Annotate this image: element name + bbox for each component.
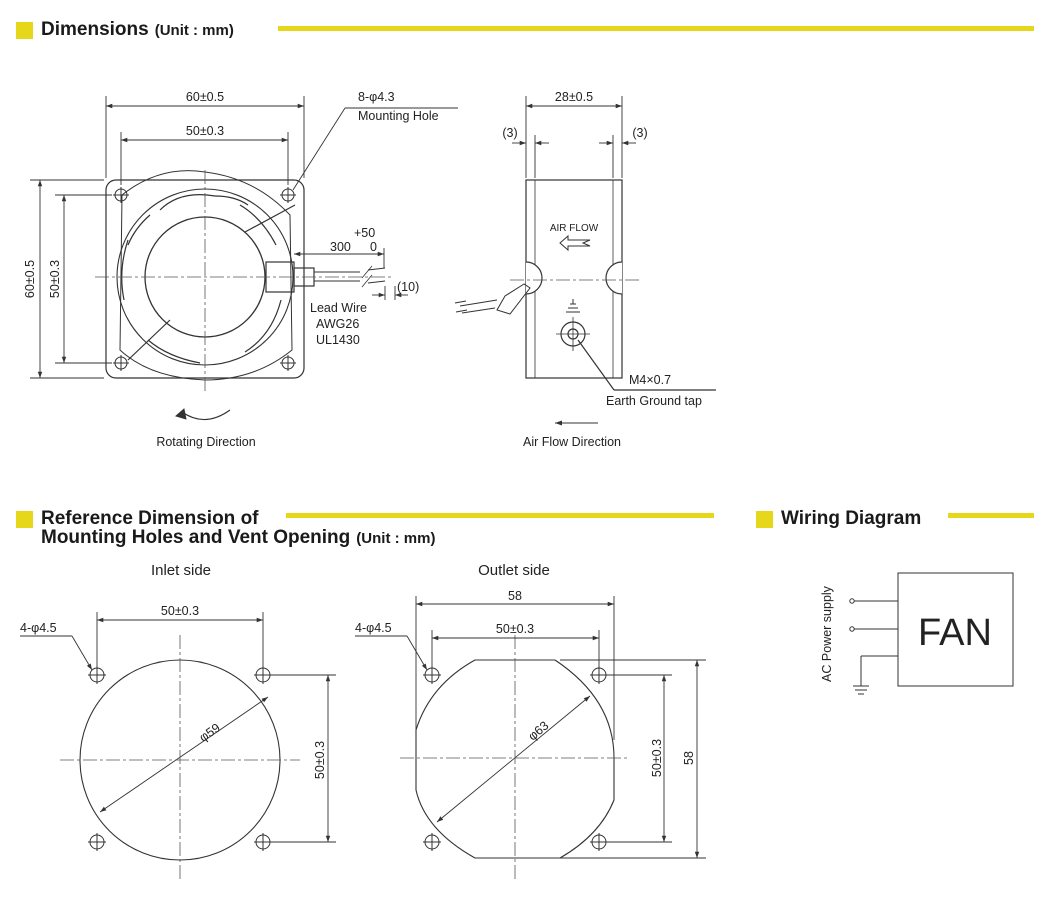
- screw-spec: M4×0.7: [629, 373, 671, 387]
- fan-front-view: [105, 170, 386, 381]
- section-marker-icon: [16, 21, 33, 39]
- rotating-direction-label: Rotating Direction: [156, 435, 255, 449]
- air-flow-mark: AIR FLOW: [550, 223, 599, 234]
- wiring-header-rule: [948, 513, 1034, 518]
- side-depth: 28±0.5: [555, 90, 593, 104]
- reference-header: Reference Dimension of: [16, 508, 259, 530]
- reference-title-line2: Mounting Holes and Vent Opening: [41, 527, 351, 548]
- inlet-holes: [88, 666, 272, 851]
- dimensions-title: Dimensions: [41, 19, 149, 40]
- reference-header-rule: [286, 513, 714, 518]
- outlet-diameter: φ63: [525, 718, 551, 743]
- outlet-overall-h: 58: [508, 589, 522, 603]
- outlet-centerlines: [400, 635, 630, 880]
- lead-wire-label: Lead Wire: [310, 301, 367, 315]
- front-height-inner: 50±0.3: [48, 260, 62, 298]
- dimensions-unit: (Unit : mm): [154, 21, 234, 39]
- wiring-title: Wiring Diagram: [781, 508, 922, 529]
- inlet-pitch-v: 50±0.3: [313, 741, 327, 779]
- outlet-holes: [423, 666, 608, 851]
- fan-side-view: [454, 179, 716, 426]
- inlet-holes-spec: 4-φ4.5: [20, 621, 57, 635]
- reference-title-line1: Reference Dimension of: [41, 508, 259, 529]
- section-marker-icon: [756, 510, 773, 528]
- side-flange-left: (3): [502, 126, 517, 140]
- inlet-label: Inlet side: [151, 562, 211, 579]
- mounting-hole-spec: 8-φ4.3: [358, 90, 395, 104]
- front-height-outer: 60±0.5: [23, 260, 37, 298]
- lead-wire-standard: UL1430: [316, 333, 360, 347]
- inlet-centerlines: [60, 635, 300, 880]
- lead-wire-gauge: AWG26: [316, 317, 359, 331]
- inlet-diameter: φ59: [197, 721, 223, 745]
- inlet-pitch-h: 50±0.3: [161, 604, 199, 618]
- strip-length: (10): [397, 280, 419, 294]
- earth-ground-label: Earth Ground tap: [606, 394, 702, 408]
- air-flow-direction-label: Air Flow Direction: [523, 435, 621, 449]
- reference-header-line2: Mounting Holes and Vent Opening (Unit : …: [41, 527, 435, 549]
- front-centerlines: [95, 170, 392, 392]
- outlet-holes-spec: 4-φ4.5: [355, 621, 392, 635]
- dimensions-header: Dimensions (Unit : mm): [16, 19, 234, 41]
- dimensions-header-rule: [278, 26, 1034, 31]
- front-mounting-holes: [113, 187, 296, 371]
- lead-tolerance-plus: +50: [354, 226, 375, 240]
- outlet-label: Outlet side: [478, 562, 550, 579]
- wiring-header: Wiring Diagram: [756, 508, 921, 530]
- reference-unit: (Unit : mm): [356, 529, 436, 547]
- side-flange-right: (3): [632, 126, 647, 140]
- front-width-inner: 50±0.3: [186, 124, 224, 138]
- outlet-pitch-h: 50±0.3: [496, 622, 534, 636]
- fan-label: FAN: [918, 612, 992, 654]
- outlet-overall-v: 58: [682, 751, 696, 765]
- wiring-diagram: [849, 572, 1014, 695]
- lead-tolerance-minus: 0: [370, 240, 377, 254]
- section-marker-icon: [16, 510, 33, 528]
- ac-power-supply-label: AC Power supply: [820, 585, 834, 682]
- mounting-hole-label: Mounting Hole: [358, 109, 439, 123]
- outlet-pitch-v: 50±0.3: [650, 739, 664, 777]
- lead-length: 300: [330, 240, 351, 254]
- front-width-outer: 60±0.5: [186, 90, 224, 104]
